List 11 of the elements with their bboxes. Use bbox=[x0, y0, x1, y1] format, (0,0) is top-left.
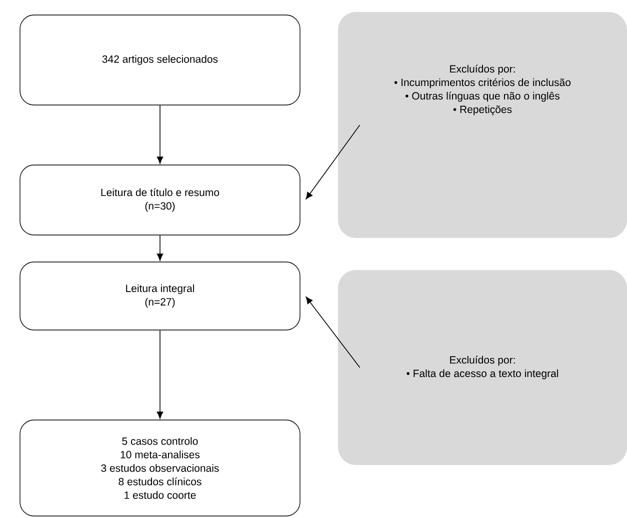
process-box: Leitura de título e resumo (n=30) bbox=[20, 164, 300, 236]
exclusion-box: Excluídos por: • Falta de acesso a texto integral bbox=[338, 270, 627, 465]
exclusion-box: Excluídos por: • Incumprimentos critérios de inclusão • Outras línguas que não o inglês • Repetições bbox=[338, 12, 627, 238]
arrow bbox=[306, 124, 360, 200]
arrow bbox=[306, 296, 360, 368]
process-box: Leitura integral (n=27) bbox=[20, 262, 300, 330]
process-box: 5 casos controlo 10 meta-analises 3 estudos observacionais 8 estudos clínicos 1 estudo coorte bbox=[20, 420, 300, 516]
arrow bbox=[156, 234, 164, 261]
arrow bbox=[156, 330, 164, 419]
process-box: 342 artigos selecionados bbox=[20, 14, 300, 106]
arrow bbox=[156, 104, 164, 164]
